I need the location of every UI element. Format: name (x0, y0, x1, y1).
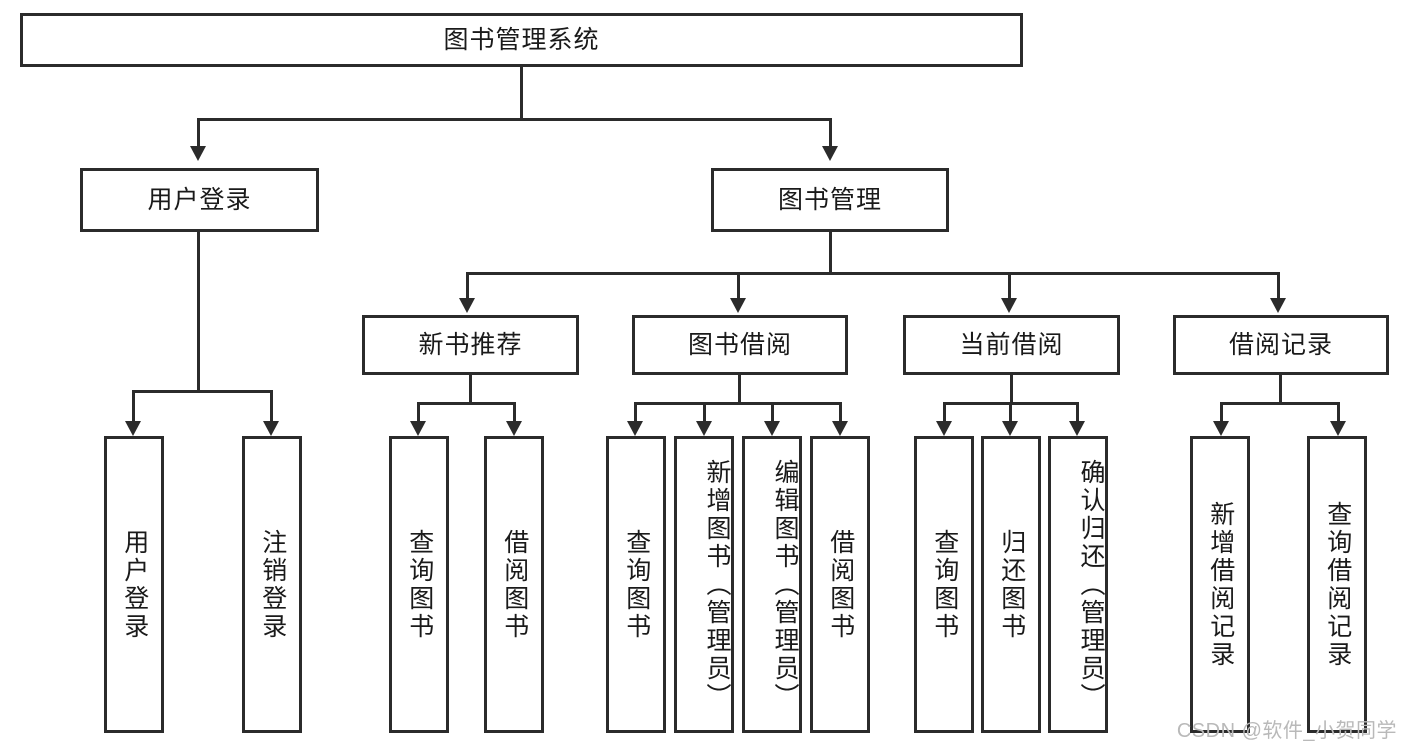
edge-book-borrow-bus (634, 402, 842, 405)
arrow-leaf-bb-query-book (627, 421, 643, 436)
leaf-nb-query-book[interactable]: 查询图书 (389, 436, 449, 733)
node-root-book-management-system[interactable]: 图书管理系统 (20, 13, 1023, 67)
arrow-to-current-borrow (1001, 298, 1017, 313)
edge-borrow-record-bus (1220, 402, 1340, 405)
leaf-user-login[interactable]: 用户登录 (104, 436, 164, 733)
edge-book-management-stem (829, 232, 832, 272)
node-label: 查询借阅记录 (1323, 500, 1352, 669)
leaf-bb-query-book[interactable]: 查询图书 (606, 436, 666, 733)
arrow-leaf-br-add-record (1213, 421, 1229, 436)
node-label: 借阅图书 (826, 528, 855, 641)
edge-bm-drop-book-borrow (737, 272, 740, 298)
node-label: 图书管理 (777, 185, 882, 214)
arrow-to-new-book (459, 298, 475, 313)
arrow-leaf-user-login (125, 421, 141, 436)
edge-bb-drop-1 (634, 402, 637, 421)
edge-user-login-drop-2 (270, 390, 273, 421)
arrow-leaf-nb-borrow-book (506, 421, 522, 436)
arrow-leaf-cb-confirm-return (1069, 421, 1085, 436)
edge-bb-drop-2 (703, 402, 706, 421)
arrow-to-book-borrow (730, 298, 746, 313)
edge-book-borrow-stem (738, 375, 741, 402)
arrow-leaf-cb-query-book (936, 421, 952, 436)
arrow-to-book-management (822, 146, 838, 161)
node-label: 新增图书（管理员） (703, 458, 731, 711)
edge-bm-drop-current-borrow (1008, 272, 1011, 298)
node-label: 编辑图书（管理员） (771, 458, 799, 711)
edge-root-bus (197, 118, 832, 121)
node-current-borrow[interactable]: 当前借阅 (903, 315, 1120, 375)
edge-user-login-bus (132, 390, 273, 393)
leaf-bb-add-book[interactable]: 新增图书（管理员） (674, 436, 734, 733)
arrow-leaf-bb-edit-book (764, 421, 780, 436)
arrow-leaf-bb-add-book (696, 421, 712, 436)
node-label: 查询图书 (622, 528, 651, 641)
node-label: 新增借阅记录 (1206, 500, 1235, 669)
edge-root-to-user-login (197, 118, 200, 146)
edge-cb-drop-3 (1076, 402, 1079, 421)
node-label: 确认归还（管理员） (1077, 458, 1105, 711)
node-label: 图书管理系统 (443, 25, 600, 54)
edge-root-to-book-management (829, 118, 832, 146)
arrow-to-borrow-record (1270, 298, 1286, 313)
edge-current-borrow-stem (1010, 375, 1013, 402)
arrow-leaf-logout (263, 421, 279, 436)
edge-bm-drop-new-book (466, 272, 469, 298)
node-label: 用户登录 (147, 185, 252, 214)
edge-new-book-stem (469, 375, 472, 402)
node-label: 查询图书 (930, 528, 959, 641)
edge-borrow-record-stem (1279, 375, 1282, 402)
edge-new-book-drop-1 (417, 402, 420, 421)
edge-br-drop-1 (1220, 402, 1223, 421)
leaf-cb-confirm-return[interactable]: 确认归还（管理员） (1048, 436, 1108, 733)
arrow-leaf-nb-query-book (410, 421, 426, 436)
arrow-leaf-bb-borrow-book (832, 421, 848, 436)
node-user-login[interactable]: 用户登录 (80, 168, 319, 232)
node-label: 新书推荐 (418, 330, 523, 359)
node-label: 当前借阅 (959, 330, 1064, 359)
node-book-borrow[interactable]: 图书借阅 (632, 315, 848, 375)
edge-bm-drop-borrow-record (1277, 272, 1280, 298)
leaf-cb-query-book[interactable]: 查询图书 (914, 436, 974, 733)
leaf-br-add-record[interactable]: 新增借阅记录 (1190, 436, 1250, 733)
leaf-br-query-record[interactable]: 查询借阅记录 (1307, 436, 1367, 733)
edge-user-login-drop-1 (132, 390, 135, 421)
edge-bb-drop-4 (839, 402, 842, 421)
edge-br-drop-2 (1337, 402, 1340, 421)
leaf-logout[interactable]: 注销登录 (242, 436, 302, 733)
edge-user-login-stem (197, 232, 200, 390)
node-label: 归还图书 (997, 528, 1026, 641)
leaf-bb-borrow-book[interactable]: 借阅图书 (810, 436, 870, 733)
arrow-leaf-br-query-record (1330, 421, 1346, 436)
arrow-leaf-cb-return-book (1002, 421, 1018, 436)
node-label: 图书借阅 (687, 330, 792, 359)
leaf-nb-borrow-book[interactable]: 借阅图书 (484, 436, 544, 733)
edge-new-book-drop-2 (513, 402, 516, 421)
node-label: 注销登录 (258, 528, 287, 641)
node-new-book-recommend[interactable]: 新书推荐 (362, 315, 579, 375)
node-label: 用户登录 (120, 528, 149, 641)
leaf-cb-return-book[interactable]: 归还图书 (981, 436, 1041, 733)
edge-bb-drop-3 (771, 402, 774, 421)
node-label: 查询图书 (405, 528, 434, 641)
edge-cb-drop-2 (1009, 402, 1012, 421)
edge-cb-drop-1 (943, 402, 946, 421)
edge-book-management-bus (466, 272, 1280, 275)
arrow-to-user-login (190, 146, 206, 161)
node-label: 借阅记录 (1228, 330, 1333, 359)
node-borrow-record[interactable]: 借阅记录 (1173, 315, 1389, 375)
leaf-bb-edit-book[interactable]: 编辑图书（管理员） (742, 436, 802, 733)
node-book-management[interactable]: 图书管理 (711, 168, 949, 232)
edge-new-book-bus (417, 402, 516, 405)
edge-root-stem (520, 67, 523, 118)
node-label: 借阅图书 (500, 528, 529, 641)
